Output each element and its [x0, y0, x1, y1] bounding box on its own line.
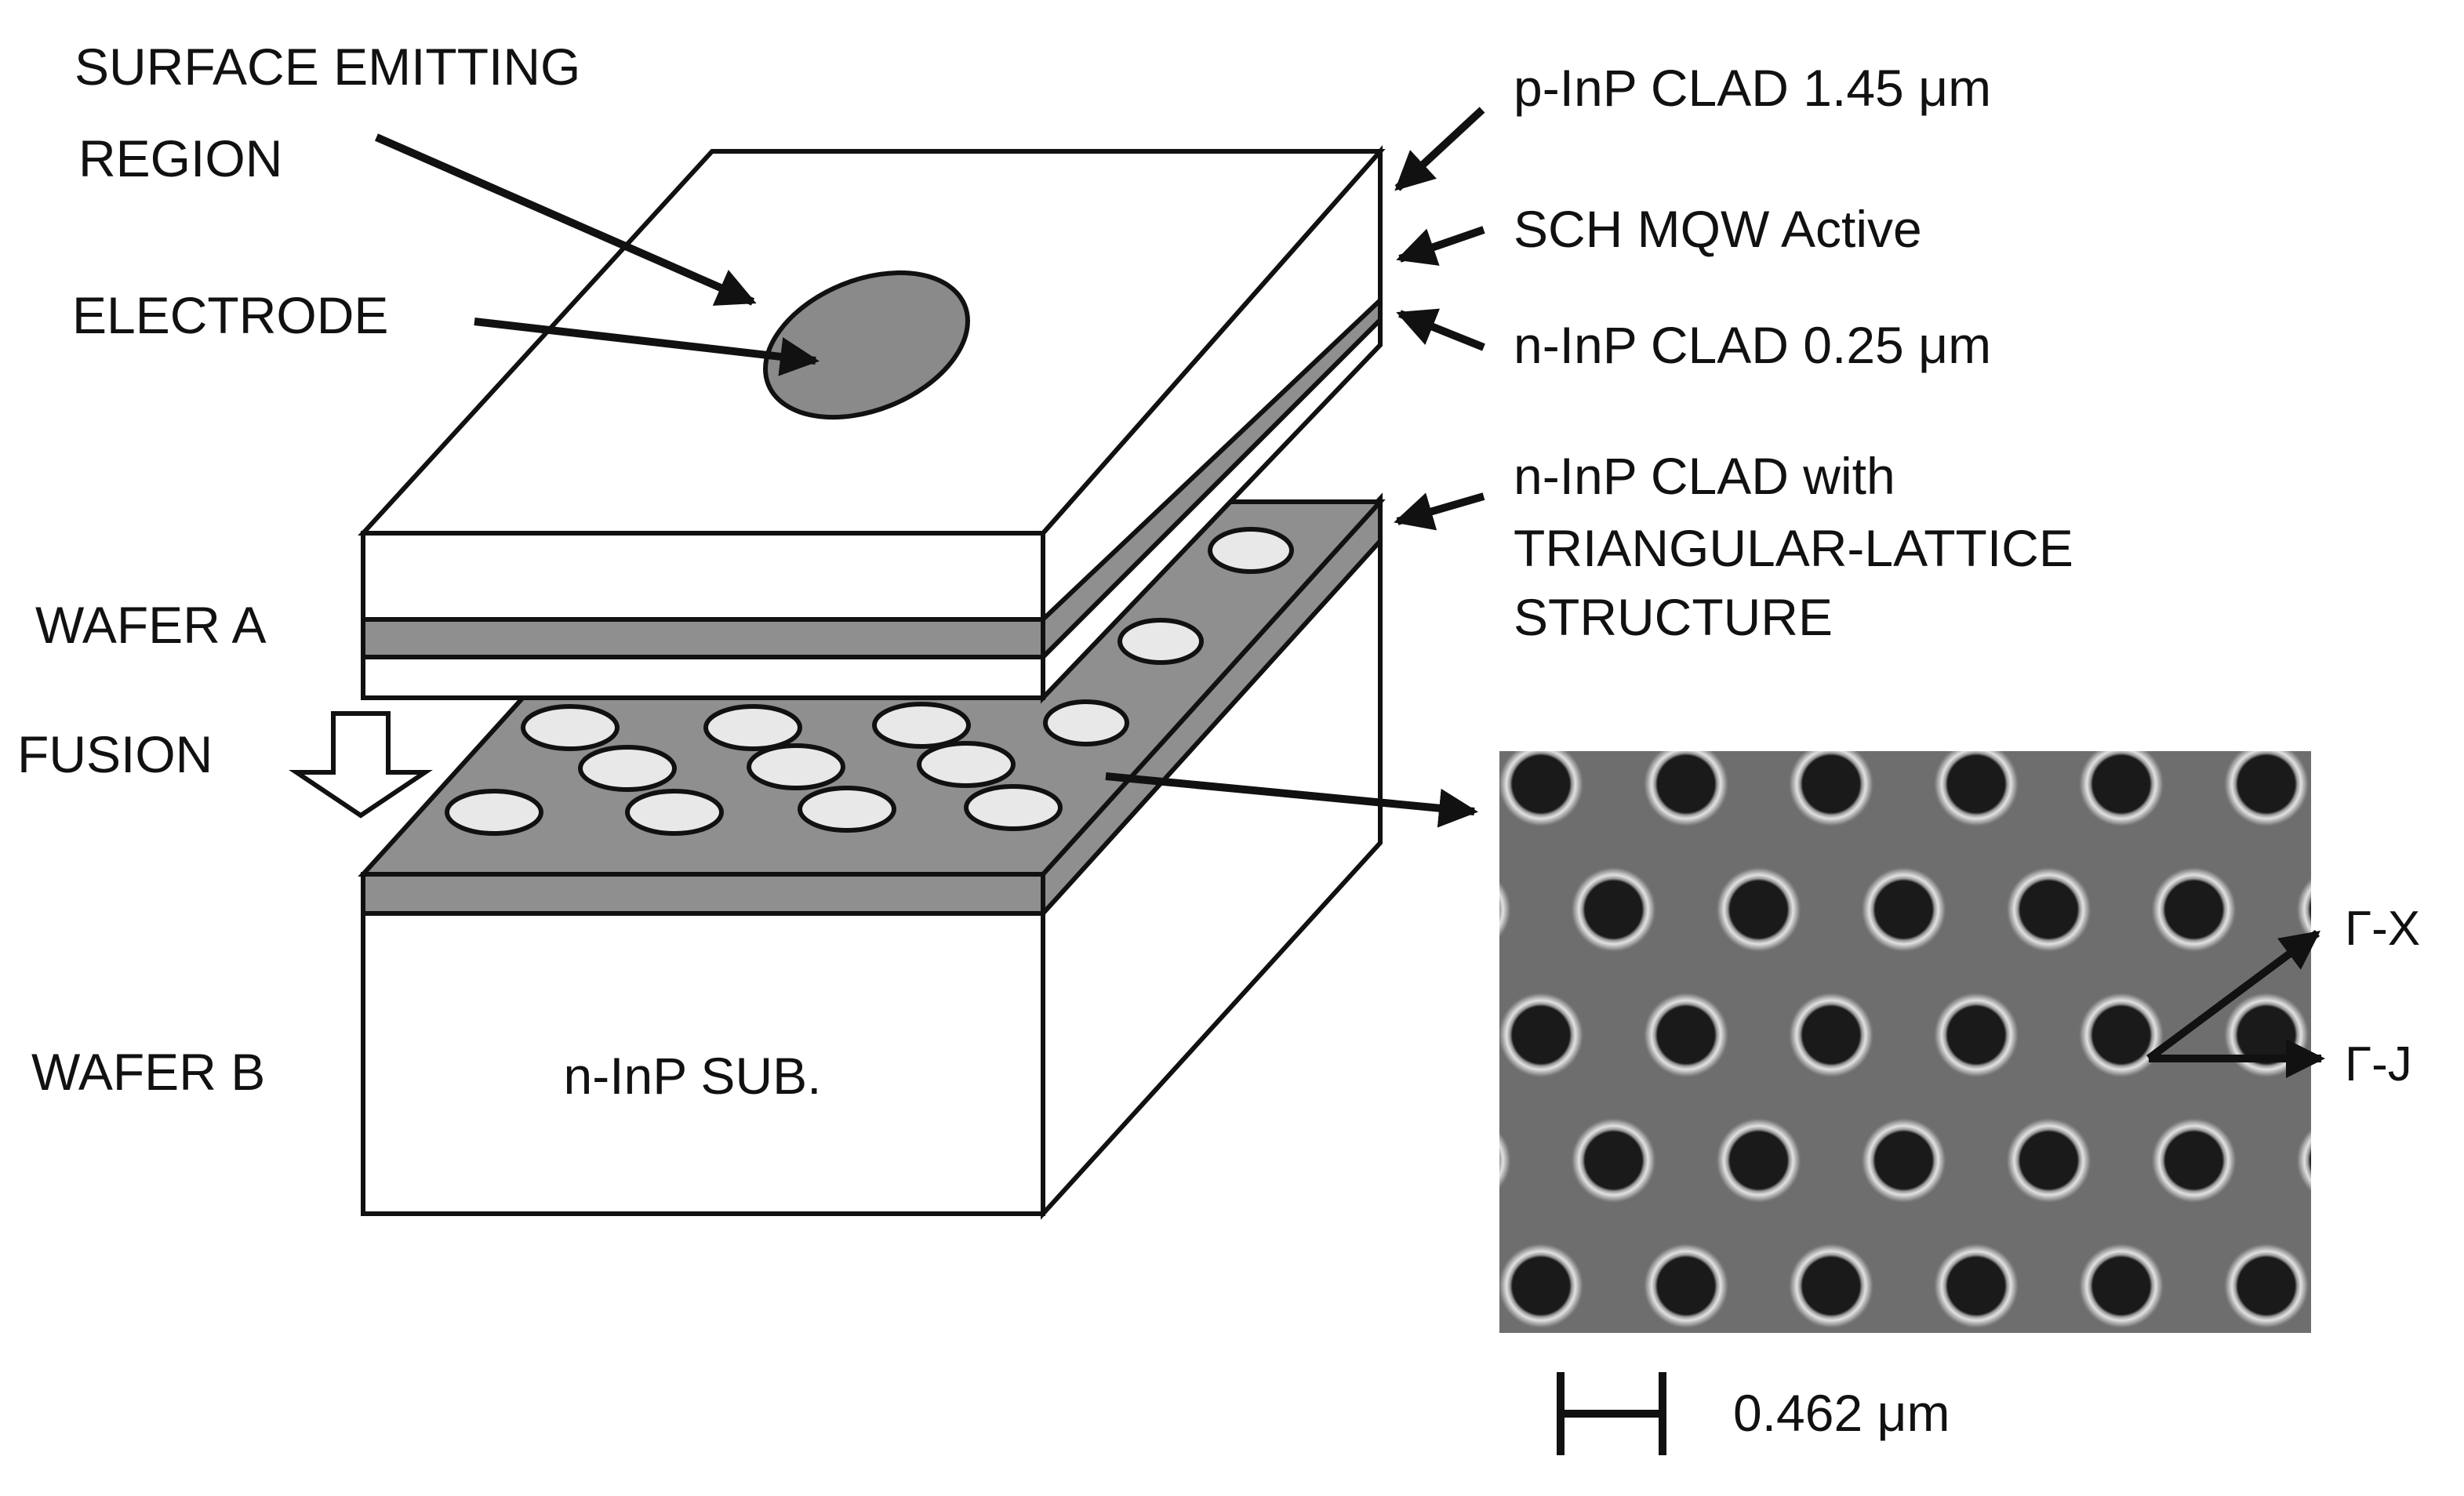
lattice-hole [1120, 620, 1201, 663]
micrograph-hole [2368, 1243, 2455, 1329]
lattice-hole [580, 747, 674, 790]
fusion-label: FUSION [17, 725, 213, 783]
lattice-hole [749, 746, 843, 788]
micrograph-hole [1716, 1117, 1802, 1204]
substrate-label: n-InP SUB. [564, 1047, 822, 1105]
scale-bar-label: 0.462 μm [1733, 1384, 1950, 1442]
micrograph-hole [1571, 866, 1657, 953]
scale-bar [1561, 1372, 1663, 1455]
sch-mqw-arrow [1400, 230, 1484, 259]
micrograph-hole [2006, 1117, 2092, 1204]
micrograph-hole [2151, 1117, 2237, 1204]
micrograph-hole [2151, 866, 2237, 953]
micrograph-hole [2078, 992, 2164, 1078]
lattice-layer-front-face [363, 874, 1043, 913]
micrograph-hole [2078, 741, 2164, 827]
lattice-arrow [1397, 496, 1484, 521]
wafer-b-label: WAFER B [31, 1043, 265, 1101]
n-clad-front-face [363, 657, 1043, 698]
fusion-arrow-icon [296, 714, 425, 815]
p-clad-front-face [363, 533, 1043, 619]
lattice-hole [627, 791, 721, 833]
lattice-hole [874, 704, 969, 746]
micrograph-hole [1788, 1243, 1874, 1329]
micrograph-hole [1498, 992, 1584, 1078]
micrograph-hole [1933, 992, 2019, 1078]
surface-emitting-label-line2: REGION [78, 129, 282, 187]
micrograph-hole [1426, 1117, 1512, 1204]
lattice-label-line1: n-InP CLAD with [1514, 447, 1895, 505]
micrograph-hole [1643, 1243, 1729, 1329]
micrograph-hole [1861, 866, 1947, 953]
lattice-hole [523, 706, 617, 749]
gamma-j-label: Γ-J [2345, 1037, 2412, 1091]
micrograph-hole [1643, 741, 1729, 827]
lattice-label-line2: TRIANGULAR-LATTICE [1514, 519, 2073, 577]
micrograph-hole [2006, 1368, 2092, 1454]
micrograph-hole [1571, 1117, 1657, 1204]
lattice-hole [800, 788, 894, 830]
micrograph-hole [1788, 992, 1874, 1078]
micrograph-hole [2151, 1368, 2237, 1454]
micrograph-hole [2296, 1368, 2382, 1454]
micrograph-hole [2441, 1368, 2464, 1454]
micrograph-hole [2078, 1243, 2164, 1329]
p-clad-arrow [1397, 110, 1482, 188]
micrograph-hole [1716, 866, 1802, 953]
micrograph-hole [2441, 866, 2464, 953]
surface-emitting-label: SURFACE EMITTING [75, 38, 580, 96]
lattice-label-line3: STRUCTURE [1514, 588, 1833, 646]
micrograph-hole [1933, 1243, 2019, 1329]
micrograph-hole [1933, 741, 2019, 827]
micrograph-hole [1498, 1243, 1584, 1329]
lattice-hole [1045, 702, 1127, 744]
sem-micrograph [1353, 741, 2464, 1454]
electrode-label: ELECTRODE [72, 286, 388, 344]
micrograph-hole [1353, 1243, 1439, 1329]
lattice-hole [919, 743, 1013, 786]
lattice-hole [447, 791, 541, 833]
n-clad-arrow [1400, 314, 1484, 347]
p-clad-label: p-InP CLAD 1.45 μm [1514, 59, 1991, 117]
micrograph-hole [2223, 992, 2310, 1078]
gamma-x-label: Γ-X [2345, 902, 2420, 956]
micrograph-hole [1861, 1117, 1947, 1204]
micrograph-hole [2368, 741, 2455, 827]
wafer-a-label: WAFER A [35, 596, 267, 654]
active-layer-front-face [363, 619, 1043, 657]
micrograph-hole [1643, 992, 1729, 1078]
micrograph-background [1499, 751, 2311, 1333]
micrograph-hole [1353, 992, 1439, 1078]
micrograph-hole [1426, 866, 1512, 953]
lattice-hole [966, 786, 1060, 829]
micrograph-hole [2223, 1243, 2310, 1329]
micrograph-hole [1426, 1368, 1512, 1454]
micrograph-hole [2006, 866, 2092, 953]
lattice-hole [1210, 529, 1292, 572]
micrograph-hole [2223, 741, 2310, 827]
micrograph-hole [1498, 741, 1584, 827]
micrograph-hole [2441, 1117, 2464, 1204]
sch-mqw-label: SCH MQW Active [1514, 200, 1922, 258]
micrograph-hole [2296, 1117, 2382, 1204]
micrograph-hole [1788, 741, 1874, 827]
n-clad-label: n-InP CLAD 0.25 μm [1514, 316, 1991, 374]
lattice-hole [706, 706, 800, 749]
